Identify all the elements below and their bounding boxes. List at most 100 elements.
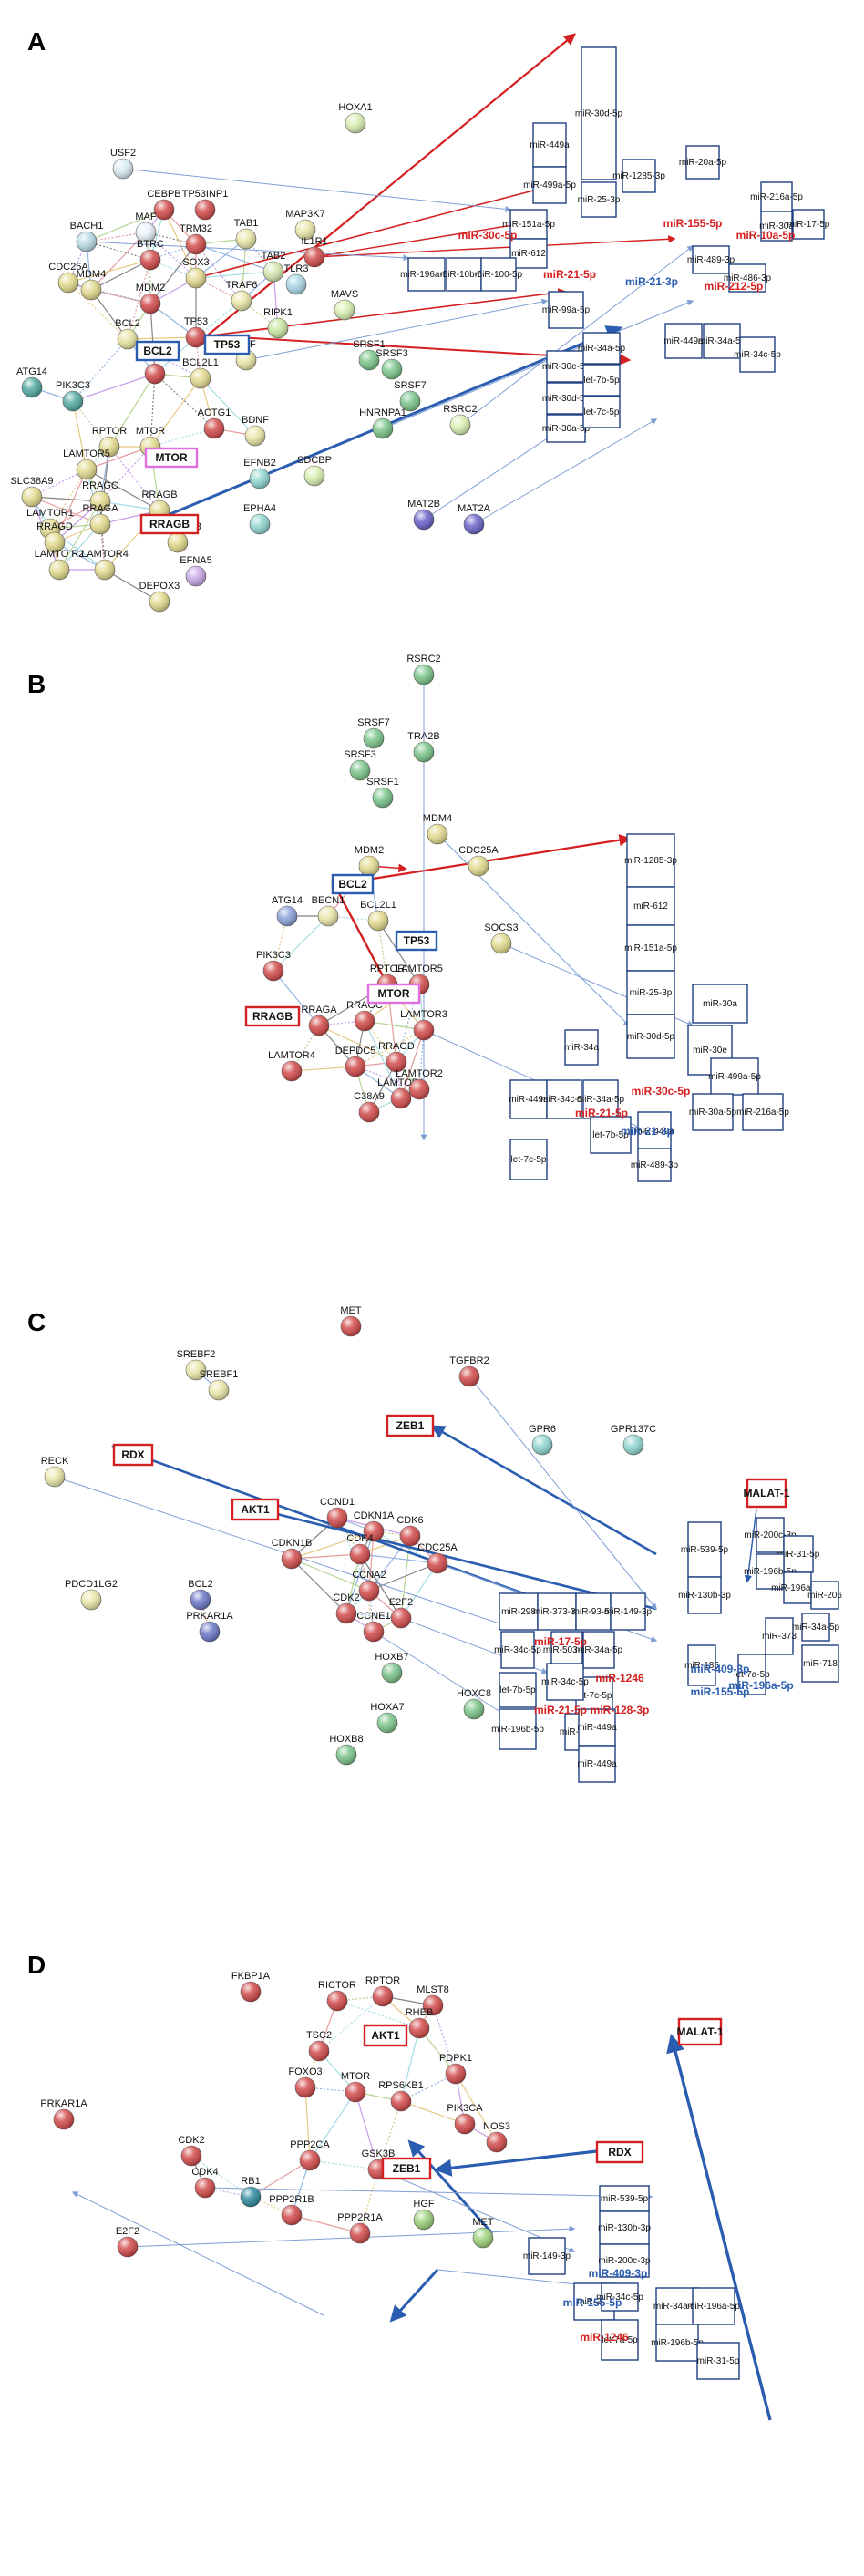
sphere-highlight [149, 592, 170, 612]
interaction-edge [149, 303, 156, 375]
highlight-mirna-mir-155-5p: miR-155-5p [663, 217, 723, 230]
protein-label: BACH1 [70, 221, 104, 232]
mirna-mir-216a-5p: miR-216a-5p [736, 1093, 789, 1131]
protein-node-ccnd1: CCND1 [320, 1497, 355, 1529]
protein-label: PPP2R1A [337, 2212, 383, 2223]
sphere-highlight [327, 1991, 347, 2011]
interaction-edge [154, 373, 215, 429]
protein-node-bach1: BACH1 [70, 221, 104, 252]
protein-node-c38a9: C38A9 [354, 1091, 385, 1123]
protein-label: MET [472, 2217, 494, 2228]
gene-highlight-box [595, 2140, 644, 2164]
protein-label: CDK4 [346, 1533, 373, 1544]
protein-node-ccne1: CCNE1 [356, 1611, 391, 1643]
protein-label: RRAGA [301, 1005, 337, 1015]
protein-node-nos3: NOS3 [483, 2121, 510, 2153]
mirna-mir-196b-5p: miR-196b-5p [491, 1708, 544, 1750]
highlight-mirna-mir-196a-5p: miR-196a-5p [728, 1679, 793, 1692]
sphere-highlight [359, 350, 379, 370]
mirna-label: miR-1285-3p [624, 856, 677, 866]
protein-label: SRSF3 [344, 749, 375, 760]
mirna-mir-489-3p: miR-489-3p [687, 245, 735, 274]
protein-label: SRSF3 [375, 348, 407, 359]
highlight-mirna-mir-1246: miR-1246 [595, 1672, 644, 1685]
interaction-edge [31, 469, 87, 498]
mirna-label: let-7b-5p [499, 1685, 536, 1695]
mirna-label: miR-539-5p [681, 1545, 729, 1555]
highlight-mirna-mir-21-5p: miR-21-5p [534, 1704, 587, 1716]
protein-label: GSK3B [362, 2148, 396, 2159]
protein-node-cdk4: CDK4 [346, 1533, 374, 1565]
mirna-label: miR-34c-5p [494, 1645, 541, 1655]
regulation-arrow [468, 1376, 657, 1611]
mirna-mir-373-3p: miR-373-3p [533, 1592, 581, 1631]
mirna-mir-449a: miR-449a [530, 122, 570, 168]
sphere-highlight [236, 229, 256, 249]
protein-node-trm32: TRM32 [180, 223, 212, 255]
sphere-highlight [186, 268, 206, 288]
sphere-highlight [245, 426, 265, 446]
interaction-edge [195, 271, 274, 279]
protein-node-epha4: EPHA4 [243, 503, 276, 535]
sphere-highlight [350, 1544, 370, 1564]
protein-label: BDNF [242, 415, 269, 426]
protein-label: CDC25A [48, 262, 88, 273]
sphere-highlight [250, 469, 270, 489]
mirna-mir-31-5p: miR-31-5p [696, 2342, 740, 2380]
protein-node-il1r1: IL1R1 [301, 236, 328, 268]
interaction-edge [86, 469, 160, 511]
mirna-box [532, 122, 567, 168]
gene-highlight-label: RRAGB [252, 1010, 293, 1023]
mirna-label: miR-30d-5p [575, 109, 623, 119]
protein-node-srsf3: SRSF3 [375, 348, 408, 380]
protein-node-srsf7: SRSF7 [357, 717, 390, 749]
protein-label: CDC25A [458, 845, 499, 856]
sphere-highlight [309, 2041, 329, 2061]
interaction-edge [364, 1020, 402, 1099]
regulation-arrow [204, 33, 577, 338]
boxed-gene-mtor: MTOR [366, 983, 421, 1005]
mirna-mir-486-3p: miR-486-3p [724, 263, 772, 293]
mirna-mir-30a-5p: miR-30a-5p [689, 1093, 737, 1131]
mirna-box [692, 245, 730, 274]
regulation-arrow [407, 2139, 494, 2235]
protein-label: ATG14 [272, 895, 303, 906]
interaction-edge [400, 2027, 420, 2102]
protein-label: RPTOR [370, 963, 405, 974]
mirna-box [739, 336, 776, 373]
sphere-highlight [45, 532, 65, 552]
protein-node-reck: RECK [41, 1456, 69, 1488]
protein-node-gpr6: GPR6 [529, 1424, 556, 1456]
mirna-box [546, 1663, 584, 1701]
protein-node-ppp2ca: PPP2CA [290, 2139, 330, 2171]
mirna-label: miR-373 [762, 1632, 797, 1642]
protein-node-sox3: SOX3 [182, 257, 210, 289]
interaction-edge [86, 241, 151, 261]
interaction-edge [99, 500, 106, 571]
mirna-label: miR-149-3p [604, 1607, 653, 1617]
mirna-mir-539-5p: miR-539-5p [599, 2185, 650, 2212]
protein-node-ripk1: RIPK1 [263, 307, 293, 339]
sphere-highlight [414, 742, 434, 762]
mirna-box [626, 1014, 675, 1059]
protein-label: MDM4 [77, 269, 106, 280]
mirna-label: miR-30a [759, 222, 794, 232]
boxed-gene-akt1: AKT1 [363, 2024, 408, 2047]
sphere-highlight [268, 318, 288, 338]
protein-node-slc38a9: SLC38A9 [10, 476, 54, 508]
mirna-box [760, 181, 793, 212]
mirna-mir-216a-5p: miR-216a-5p [750, 181, 803, 212]
sphere-highlight [427, 824, 447, 844]
mirna-mir-612: miR-612 [626, 886, 675, 926]
sphere-highlight [473, 2228, 493, 2248]
gene-highlight-label: MALAT-1 [743, 1487, 789, 1499]
mirna-mir-151a-5p: miR-151a-5p [502, 209, 555, 240]
interaction-edge [368, 1562, 438, 1592]
highlight-mirna-mir-155-5p: miR-155-5p [563, 2296, 622, 2309]
protein-label: IL1R1 [301, 236, 327, 247]
mirna-mir-196a-5p: miR-196a-5p [687, 2287, 740, 2325]
mirna-label: miR-489-3p [687, 255, 735, 265]
protein-label: LAMTOR4 [81, 549, 129, 560]
highlight-mirna-mir-10a-5p: miR-10a-5p [736, 229, 796, 242]
interaction-edge [400, 2073, 457, 2102]
